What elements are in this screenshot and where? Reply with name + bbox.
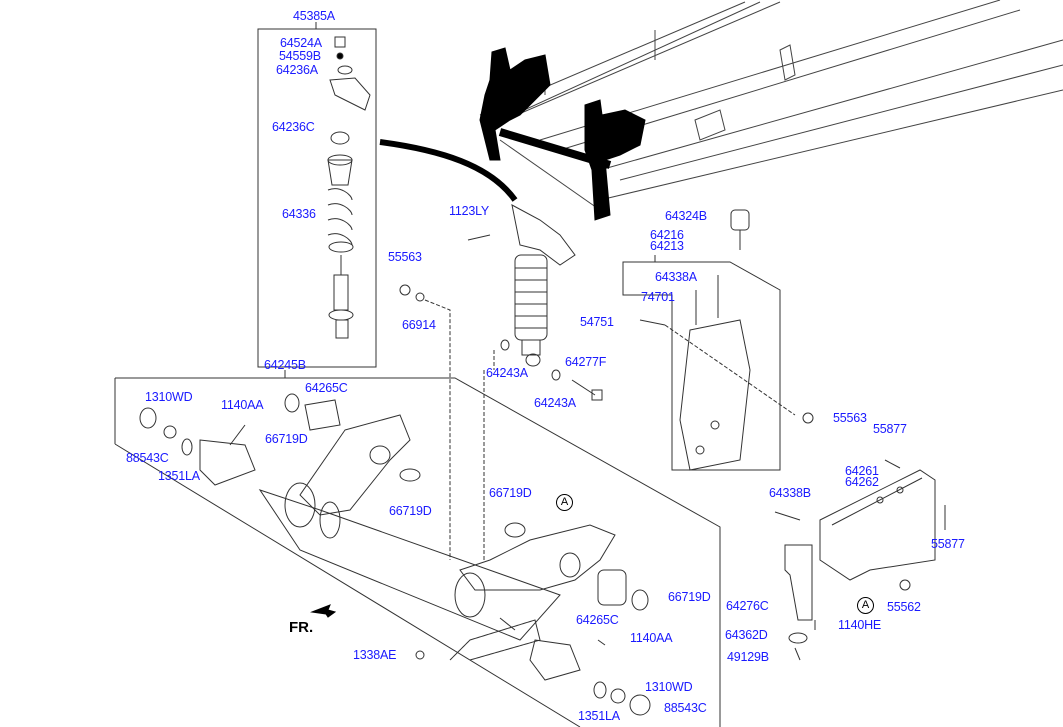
part-label-55563-b[interactable]: 55563 [833, 411, 867, 425]
reference-marker-a-2: A [857, 597, 874, 614]
part-label-1310WD-a[interactable]: 1310WD [145, 390, 193, 404]
part-label-64338B[interactable]: 64338B [769, 486, 811, 500]
part-label-55562[interactable]: 55562 [887, 600, 921, 614]
part-label-64245B[interactable]: 64245B [264, 358, 306, 372]
part-label-64338A[interactable]: 64338A [655, 270, 697, 284]
part-label-54751[interactable]: 54751 [580, 315, 614, 329]
part-label-1123LY[interactable]: 1123LY [449, 204, 490, 218]
part-label-64362D[interactable]: 64362D [725, 628, 768, 642]
part-label-1140HE[interactable]: 1140HE [838, 618, 882, 632]
part-label-64265C-b[interactable]: 64265C [576, 613, 619, 627]
part-label-64336[interactable]: 64336 [282, 207, 316, 221]
part-label-66719D-b[interactable]: 66719D [389, 504, 432, 518]
part-label-64261[interactable]: 64261 [845, 464, 879, 478]
part-label-64216[interactable]: 64216 [650, 228, 684, 242]
part-label-64236C[interactable]: 64236C [272, 120, 315, 134]
part-label-1140AA-b[interactable]: 1140AA [630, 631, 673, 645]
part-label-66719D-d[interactable]: 66719D [668, 590, 711, 604]
frame-mount-silhouettes [479, 47, 646, 221]
part-label-66914[interactable]: 66914 [402, 318, 436, 332]
part-label-66719D-c[interactable]: 66719D [489, 486, 532, 500]
part-label-64524A[interactable]: 64524A [280, 36, 322, 50]
part-label-64213[interactable]: 64213 [650, 239, 684, 253]
lower-right-bracket [774, 459, 946, 661]
part-label-64324B[interactable]: 64324B [665, 209, 707, 223]
reference-marker-a: A [556, 494, 573, 511]
part-label-64262[interactable]: 64262 [845, 475, 879, 489]
part-label-45385A[interactable]: 45385A [293, 9, 335, 23]
part-label-1310WD-b[interactable]: 1310WD [645, 680, 693, 694]
part-label-49129B[interactable]: 49129B [727, 650, 769, 664]
control-arm-parts [139, 393, 651, 716]
part-label-1140AA-a[interactable]: 1140AA [221, 398, 264, 412]
part-label-64243A-1[interactable]: 64243A [486, 366, 528, 380]
part-label-54559B[interactable]: 54559B [279, 49, 321, 63]
part-label-55563[interactable]: 55563 [388, 250, 422, 264]
part-label-64265C-a[interactable]: 64265C [305, 381, 348, 395]
part-label-55877-b[interactable]: 55877 [931, 537, 965, 551]
mid-shock-assembly [467, 204, 603, 401]
part-label-55877-a[interactable]: 55877 [873, 422, 907, 436]
front-arrow-icon [310, 604, 337, 618]
part-label-88543C-b[interactable]: 88543C [664, 701, 707, 715]
part-label-64243A-2[interactable]: 64243A [534, 396, 576, 410]
shock-components [327, 36, 371, 339]
part-label-66719D-a[interactable]: 66719D [265, 432, 308, 446]
front-direction-label: FR. [289, 619, 314, 636]
part-label-64276C[interactable]: 64276C [726, 599, 769, 613]
part-label-88543C-a[interactable]: 88543C [126, 451, 169, 465]
upper-bracket [639, 209, 814, 471]
shock-assembly-box [257, 28, 377, 368]
control-arm-box [114, 377, 721, 727]
chassis-frame [479, 0, 1063, 211]
bracket-box [622, 261, 781, 471]
part-label-1351LA-b[interactable]: 1351LA [578, 709, 620, 723]
part-label-1338AE[interactable]: 1338AE [353, 648, 397, 662]
part-label-74701[interactable]: 74701 [641, 290, 675, 304]
part-label-1351LA-a[interactable]: 1351LA [158, 469, 200, 483]
part-label-64277F[interactable]: 64277F [565, 355, 607, 369]
part-label-64236A[interactable]: 64236A [276, 63, 318, 77]
